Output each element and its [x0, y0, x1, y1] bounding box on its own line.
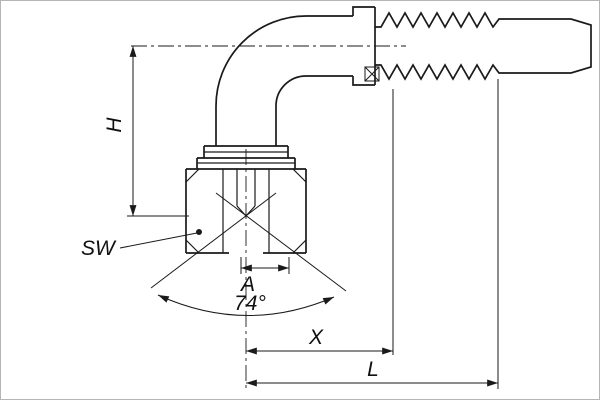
sw-leader-dot	[196, 229, 202, 235]
horizontal-tube	[306, 15, 353, 77]
dim-a-extensions	[240, 257, 290, 274]
nut-outline	[185, 168, 307, 254]
swivel-collar	[196, 145, 296, 169]
dim-label-a: A	[239, 273, 255, 296]
dimension-h: H	[103, 46, 189, 217]
fitting-body	[185, 6, 592, 254]
dimension-cone-angle: 74°	[150, 192, 347, 316]
dimension-x: X	[246, 89, 394, 355]
dim-label-angle: 74°	[234, 292, 266, 315]
elbow-inner-arc	[275, 75, 307, 107]
hose-stop-flange	[352, 6, 376, 86]
dimension-a: A	[239, 257, 290, 296]
cone-angle-arc	[157, 294, 335, 316]
callout-sw: SW	[81, 229, 202, 260]
vertical-tube	[215, 106, 277, 146]
sw-leader-line	[119, 232, 198, 249]
dim-label-x: X	[308, 326, 324, 349]
hose-barb-shank	[375, 11, 592, 81]
oring-cross-hatch	[364, 66, 380, 82]
dim-label-sw: SW	[81, 237, 117, 260]
dim-label-h: H	[103, 117, 126, 133]
oring-detail	[364, 66, 380, 82]
nut-facet-edges	[222, 169, 270, 253]
cone-angle-legs	[150, 192, 347, 292]
dimension-l: L	[246, 79, 499, 389]
nut-inner-bore	[236, 169, 256, 217]
dim-label-l: L	[367, 358, 379, 381]
elbow-outer-arc	[215, 15, 307, 107]
hex-nut	[185, 168, 307, 254]
nut-chamfers	[185, 168, 307, 254]
